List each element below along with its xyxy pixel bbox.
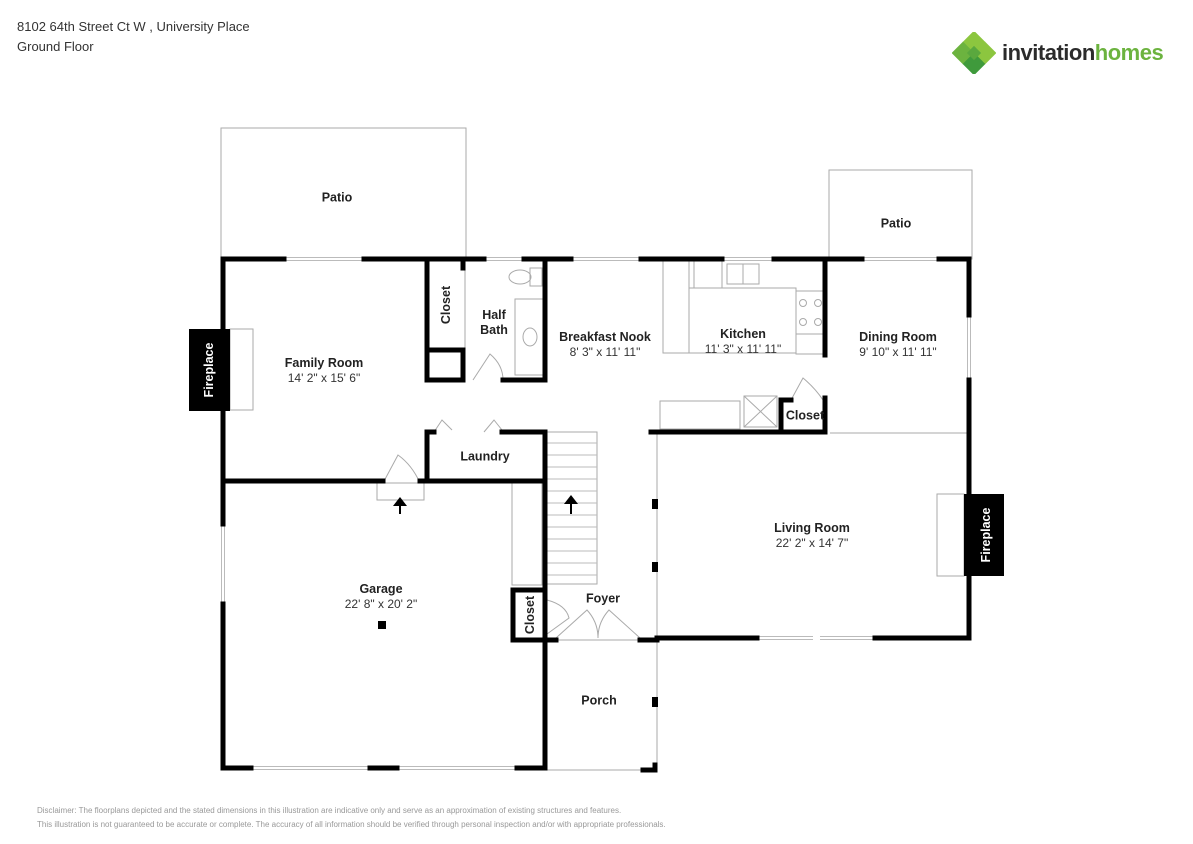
fireplace-right-block <box>964 494 1004 576</box>
room-patio-right: Patio <box>880 216 912 231</box>
patio-right-outline <box>828 169 973 260</box>
room-breakfast-nook: Breakfast Nook 8' 3" x 11' 11" <box>559 330 651 359</box>
disclaimer-line-2: This illustration is not guaranteed to b… <box>37 820 666 829</box>
room-laundry: Laundry <box>460 449 510 464</box>
room-garage: Garage 22' 8" x 20' 2" <box>344 582 418 611</box>
clover-diamond-logo-icon <box>952 32 996 74</box>
room-closet-top: Closet <box>439 285 453 325</box>
fireplace-right-label: Fireplace <box>979 507 993 563</box>
fireplace-left-block <box>189 329 230 411</box>
room-foyer: Foyer <box>585 591 621 606</box>
room-porch: Porch <box>581 693 617 708</box>
room-dining-room: Dining Room 9' 10" x 11' 11" <box>859 330 937 359</box>
brand-wordmark: invitationhomes <box>1002 40 1164 65</box>
brand-logo: invitationhomes <box>952 32 1164 74</box>
fireplace-left-label: Fireplace <box>202 342 216 398</box>
room-kitchen: Kitchen 11' 3" x 11' 11" <box>704 327 782 356</box>
room-closet-kitchen: Closet <box>785 408 825 423</box>
garage-column <box>378 621 386 629</box>
floor-label: Ground Floor <box>17 39 94 54</box>
room-family-room: Family Room 14' 2" x 15' 6" <box>284 356 364 385</box>
address-title: 8102 64th Street Ct W , University Place <box>17 19 250 34</box>
room-living-room: Living Room 22' 2" x 14' 7" <box>774 521 850 550</box>
room-half-bath: Half Bath <box>480 308 508 337</box>
room-closet-foyer: Closet <box>523 595 537 635</box>
disclaimer-line-1: Disclaimer: The floorplans depicted and … <box>37 806 622 815</box>
room-patio-left: Patio <box>321 190 353 205</box>
